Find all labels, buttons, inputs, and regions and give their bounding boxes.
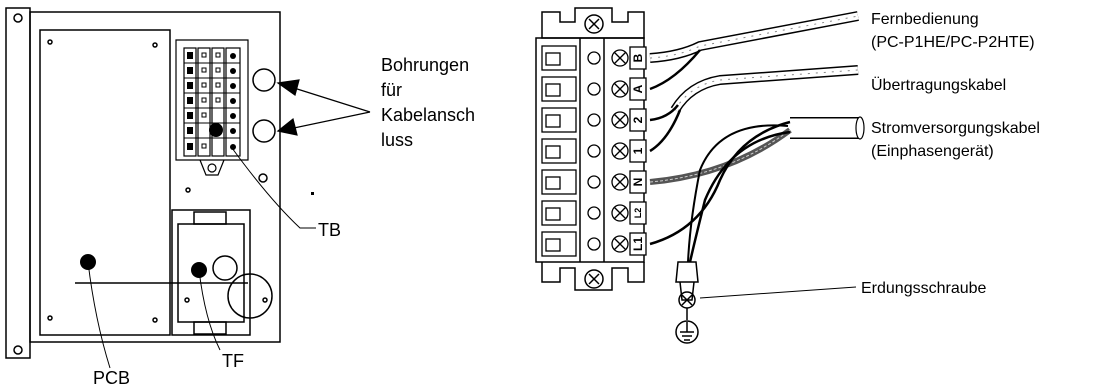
terminal-block-small bbox=[175, 39, 249, 176]
transmission-label: Übertragungskabel bbox=[871, 76, 1006, 94]
terminal-row-l2 bbox=[541, 200, 647, 226]
pcb-label: PCB bbox=[93, 368, 130, 388]
terminal-row-b bbox=[541, 45, 647, 71]
remote-cable bbox=[649, 11, 859, 91]
power-label-line-2: (Einphasengerät) bbox=[871, 143, 994, 160]
remote-label-line-1: Fernbedienung bbox=[871, 11, 979, 28]
terminal-label-l2: L2 bbox=[633, 208, 643, 219]
leader-lines-left bbox=[87, 147, 316, 369]
terminal-label-2: 2 bbox=[631, 116, 645, 123]
power-cable bbox=[649, 116, 865, 263]
leader-lines-right bbox=[699, 286, 857, 299]
cable-entry-hole bbox=[227, 273, 273, 319]
cable-hole-lower bbox=[252, 119, 276, 143]
earth-label: Erdungsschraube bbox=[861, 280, 987, 297]
mounting-rail bbox=[5, 7, 31, 359]
terminal-block-large bbox=[535, 7, 645, 291]
transmission-cable bbox=[649, 65, 859, 153]
terminal-dots bbox=[187, 52, 236, 150]
tf-label: TF bbox=[222, 351, 244, 371]
terminal-label-n: N bbox=[631, 178, 645, 187]
control-box bbox=[5, 7, 281, 359]
housing bbox=[29, 11, 281, 343]
terminal-label-a: A bbox=[631, 84, 645, 93]
tb-label: TB bbox=[318, 220, 341, 240]
terminal-label-l1: L1 bbox=[631, 237, 645, 251]
transformer-frame bbox=[171, 209, 251, 336]
holes-label-line-4: luss bbox=[381, 130, 413, 150]
terminal-row-1 bbox=[541, 138, 647, 164]
terminal-square-marks bbox=[201, 52, 221, 149]
holes-label-line-1: Bohrungen bbox=[381, 55, 469, 75]
earth-connection bbox=[675, 261, 699, 344]
pcb-plate bbox=[39, 29, 171, 336]
hole-arrows bbox=[276, 79, 371, 136]
terminal-label-1: 1 bbox=[631, 147, 645, 154]
power-label-line-1: Stromversorgungskabel bbox=[871, 120, 1040, 137]
terminal-row-2 bbox=[541, 107, 647, 133]
terminal-row-a bbox=[541, 76, 647, 102]
holes-label-line-3: Kabelansch bbox=[381, 105, 475, 125]
terminal-label-b: B bbox=[631, 53, 645, 62]
remote-label-line-2: (PC-P1HE/PC-P2HTE) bbox=[871, 34, 1035, 51]
cable-hole-upper bbox=[252, 68, 276, 92]
terminal-rows bbox=[541, 45, 647, 257]
terminal-row-n bbox=[541, 169, 647, 195]
holes-label-line-2: für bbox=[381, 80, 402, 100]
terminal-row-l1 bbox=[541, 231, 647, 257]
marker-dot bbox=[311, 192, 314, 195]
